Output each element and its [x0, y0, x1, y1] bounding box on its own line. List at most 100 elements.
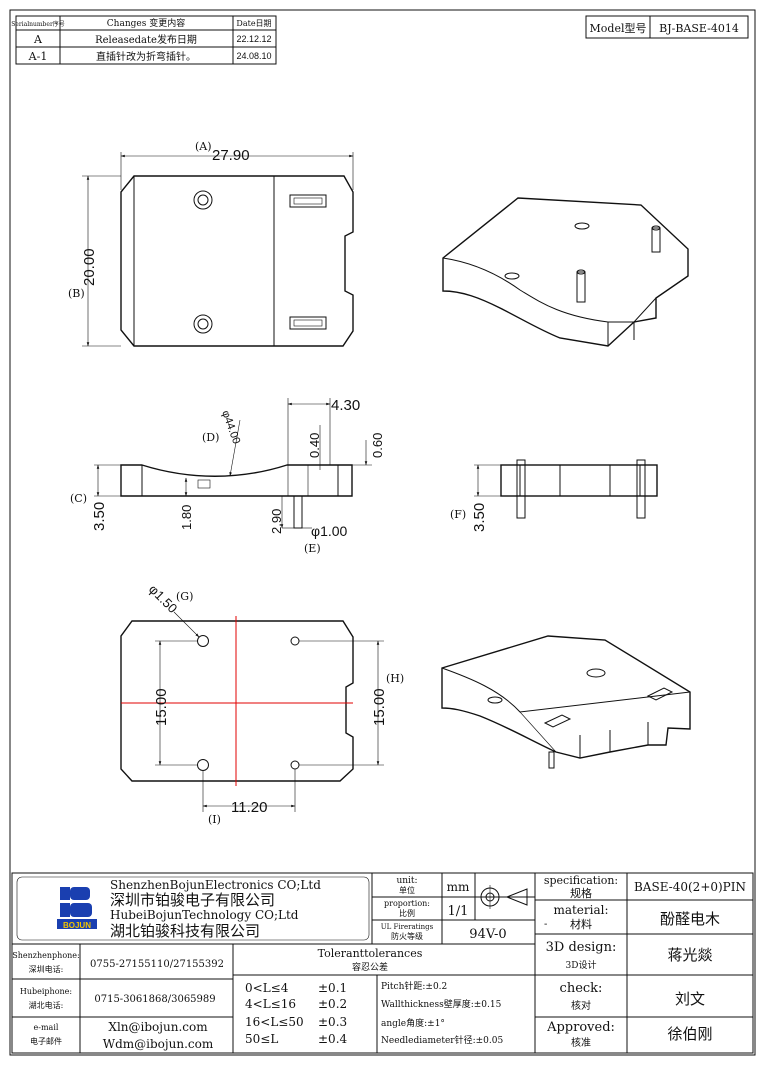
rev-row-serial: A	[33, 33, 43, 46]
hole-icon	[504, 272, 520, 280]
fire-value: 94V-0	[469, 927, 506, 942]
company-logo: BOJUN	[16, 876, 370, 941]
proportion-value: 1/1	[448, 904, 469, 919]
hole-icon	[193, 314, 213, 334]
hb-phone: 0715-3061868/3065989	[94, 994, 215, 1005]
company-cn-2: 湖北铂骏科技有限公司	[110, 922, 260, 940]
unit-value: mm	[447, 880, 470, 894]
dim-1500-left: 15.00	[153, 688, 170, 726]
fire-label: UL Fireratings	[381, 923, 434, 931]
top-view: (A) 27.90 (B) 20.00	[68, 140, 354, 347]
unit-label: unit:	[396, 876, 417, 886]
hole-icon	[197, 635, 209, 647]
hole-icon	[574, 222, 590, 230]
tol-value: ±0.1	[318, 981, 347, 995]
pin-slot-icon	[646, 687, 674, 701]
material-label: material:	[553, 903, 608, 917]
material-dash: -	[544, 919, 547, 930]
approved-value: 徐伯刚	[667, 1025, 712, 1043]
dim-a-label: (A)	[195, 140, 212, 153]
company-cn-1: 深圳市铂骏电子有限公司	[110, 891, 275, 909]
proportion-label-cn: 比例	[399, 908, 415, 918]
dim-i-value: 11.20	[231, 799, 267, 816]
spec-label-cn: 规格	[570, 886, 592, 900]
tol-range: 16<L≤50	[245, 1015, 304, 1029]
title-block: BOJUN ShenzhenBojunElectronics CO;Ltd 深圳…	[11, 872, 754, 1054]
sz-phone-label-cn: 深圳电话:	[29, 964, 64, 974]
bottom-view: φ1.50 (G) 15.00 15.00 (H) 11.20 (I)	[120, 582, 404, 826]
email-1[interactable]: Xln@ibojun.com	[108, 1020, 208, 1034]
tol-pitch: Pitch针距:±0.2	[381, 980, 447, 992]
fire-label-cn: 防火等级	[391, 931, 423, 941]
check-value: 刘文	[675, 990, 705, 1008]
design-label: 3D design:	[546, 940, 617, 955]
pin-slot-icon	[289, 194, 327, 208]
tol-angle: angle角度:±1°	[381, 1017, 445, 1029]
pin-slot-icon	[289, 316, 327, 330]
pin-icon	[293, 495, 303, 529]
dim-b-value: 20.00	[81, 248, 98, 286]
company-en-2: HubeiBojunTechnology CO;Ltd	[110, 908, 299, 922]
iso-view-bottom	[441, 635, 691, 769]
rev-row-serial: A-1	[28, 50, 48, 63]
proportion-label: proportion:	[384, 899, 430, 908]
tol-range: 0<L≤4	[245, 981, 289, 995]
dim-180: 1.80	[179, 505, 194, 530]
email-2[interactable]: Wdm@ibojun.com	[103, 1037, 214, 1051]
dim-e-value: φ1.00	[311, 523, 348, 539]
check-label-cn: 核对	[571, 999, 591, 1012]
model-label: Model型号	[590, 21, 647, 35]
email-label: e-mail	[34, 1023, 59, 1032]
sz-phone-label: Shenzhenphone:	[12, 951, 79, 960]
dim-h-value: 15.00	[371, 688, 388, 726]
front-view: (F) 3.50	[450, 459, 658, 532]
dim-290: 2.90	[269, 509, 284, 534]
tol-value: ±0.4	[318, 1032, 348, 1046]
tol-wall: Wallthickness壁厚度:±0.15	[381, 998, 502, 1010]
dim-040: 0.40	[307, 433, 322, 458]
dim-430: 4.30	[331, 397, 360, 414]
dim-060: 0.60	[370, 433, 385, 458]
rev-row-change: 直插针改为折弯插针。	[96, 50, 196, 63]
pin-icon	[516, 459, 526, 519]
tol-title: Toleranttolerances	[318, 947, 423, 960]
spec-value: BASE-40(2+0)PIN	[634, 880, 746, 894]
side-view: (C) 3.50 1.80 2.90 4.30 0.40 0.60 φ44.00…	[70, 397, 385, 555]
approved-label-cn: 核准	[571, 1036, 591, 1049]
design-label-cn: 3D设计	[566, 959, 597, 971]
company-en-1: ShenzhenBojunElectronics CO;Ltd	[110, 878, 321, 892]
logo-text: BOJUN	[63, 921, 91, 930]
tol-value: ±0.3	[318, 1015, 347, 1029]
iso-view-top	[442, 197, 689, 347]
dim-f-label: (F)	[450, 508, 466, 521]
pin-icon	[548, 751, 555, 769]
tol-range: 50≤L	[245, 1032, 278, 1046]
rev-row-change: Releasedate发布日期	[95, 33, 197, 46]
sz-phone: 0755-27155110/27155392	[90, 959, 224, 970]
rev-header-date: Date日期	[236, 19, 271, 28]
dim-b-label: (B)	[68, 287, 85, 300]
check-label: check:	[560, 981, 603, 996]
dim-e-label: (E)	[304, 542, 321, 555]
hole-icon	[487, 696, 503, 704]
design-value: 蒋光燚	[667, 946, 712, 964]
material-label-cn: 材料	[570, 917, 592, 931]
tol-range: 4<L≤16	[245, 997, 296, 1011]
rev-header-serial: Serialnumber序号	[11, 20, 65, 28]
tol-needle: Needlediameter针径:±0.05	[381, 1034, 503, 1046]
dim-h-label: (H)	[386, 672, 404, 685]
rev-row-date: 22.12.12	[236, 34, 271, 44]
hb-phone-label-cn: 湖北电话:	[29, 1000, 64, 1010]
pin-slot-icon	[543, 714, 572, 728]
dim-d-label: (D)	[202, 431, 219, 444]
model-value: BJ-BASE-4014	[659, 22, 739, 35]
material-value: 酚醛电木	[660, 910, 720, 928]
hole-icon	[290, 760, 300, 770]
rev-row-date: 24.08.10	[236, 51, 271, 61]
model-box: Model型号 BJ-BASE-4014	[585, 15, 749, 39]
hole-icon	[586, 668, 606, 678]
dim-a-value: 27.90	[212, 147, 250, 164]
email-label-cn: 电子邮件	[30, 1036, 62, 1046]
tol-value: ±0.2	[318, 997, 347, 1011]
